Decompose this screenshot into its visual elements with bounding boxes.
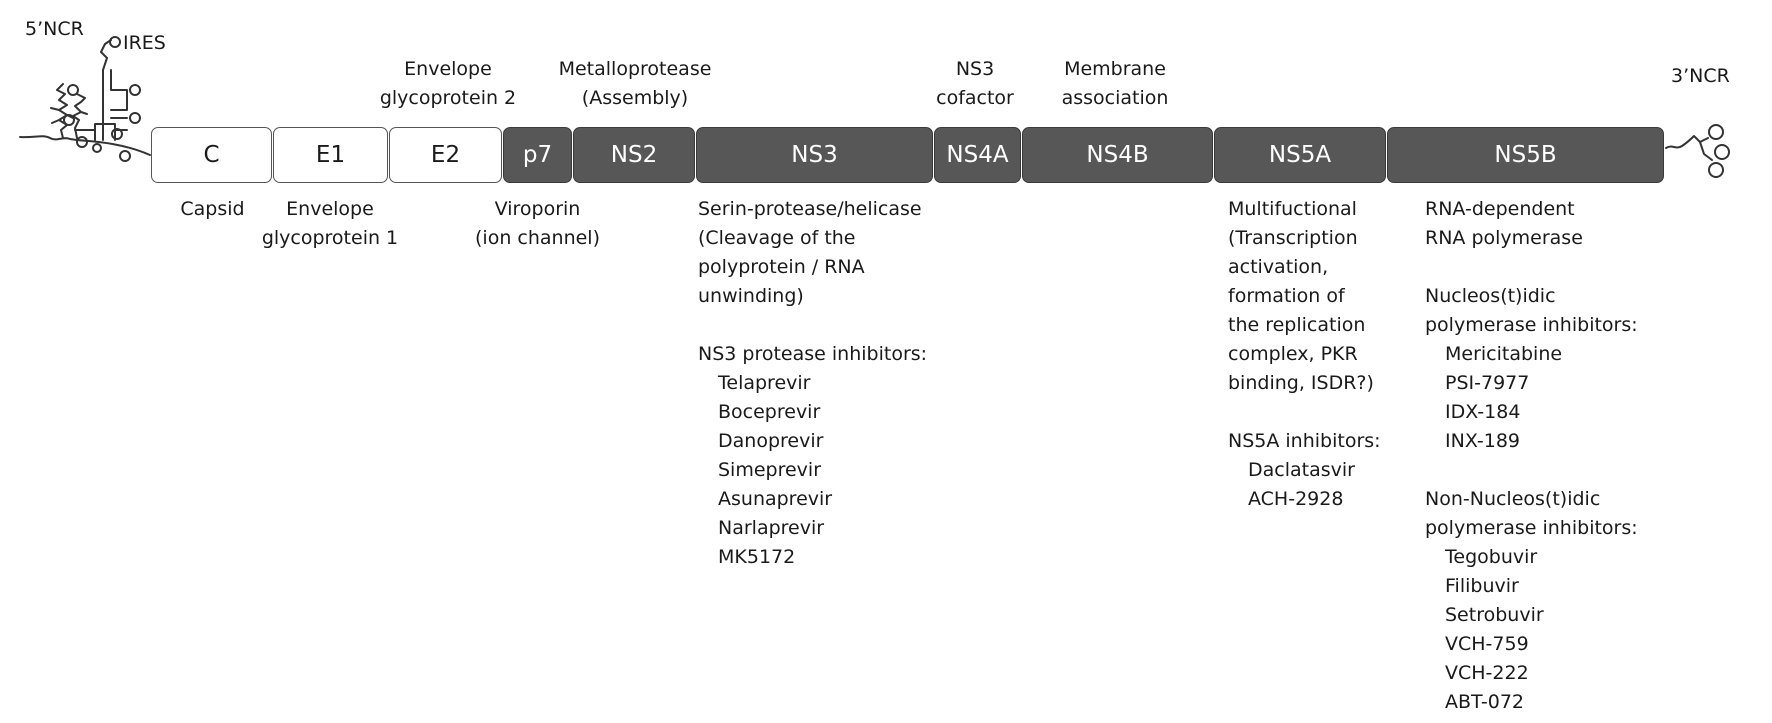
ns5a-inhibitors-title: NS5A inhibitors: [1228,430,1381,452]
ns5b-annotation: RNA-dependent RNA polymerase Nucleos(t)i… [1425,195,1638,717]
protein-e1: E1 [273,127,388,183]
ns5b-nonnuc-inhibitor: Tegobuvir [1445,546,1538,568]
ns5b-nonnuc-inhibitor: Setrobuvir [1445,604,1544,626]
ns5a-annotation: Multifuctional (Transcription activation… [1228,195,1381,514]
ns5b-nonnuc-inhibitor: VCH-222 [1445,662,1529,684]
ns5b-nuc-title: Nucleos(t)idic [1425,285,1556,307]
protein-ns4a: NS4A [934,127,1021,183]
ns4b-top-label: Membrane association [1061,58,1169,109]
ns3-inhibitor: Narlaprevir [718,517,825,539]
protein-ns4b: NS4B [1022,127,1213,183]
ns5a-inhibitor: Daclatasvir [1248,459,1355,481]
three-prime-ncr-label: 3’NCR [1671,65,1730,87]
protein-e2: E2 [389,127,502,183]
ns5b-nonnuc-inhibitor: Filibuvir [1445,575,1519,597]
protein-ns5a: NS5A [1214,127,1386,183]
ires-label: IRES [123,32,166,54]
p7-function-label: Viroporin (ion channel) [475,198,600,249]
ns3-inhibitor: Boceprevir [718,401,821,423]
protein-ns3: NS3 [696,127,933,183]
three-prime-rna-structure [1665,124,1730,178]
ns3-inhibitor: Simeprevir [718,459,822,481]
protein-c: C [151,127,272,183]
ns3-inhibitors-title: NS3 protease inhibitors: [698,343,928,365]
ns5b-nonnuc-inhibitor: ABT-072 [1445,691,1525,713]
ns3-annotation: Serin-protease/helicase (Cleavage of the… [698,195,927,572]
ns4a-top-label: NS3 cofactor [936,58,1014,109]
ns5b-nuc-inhibitor: Mericitabine [1445,343,1563,365]
protein-p7: p7 [503,127,572,183]
protein-ns5b: NS5B [1387,127,1664,183]
protein-ns2: NS2 [573,127,695,183]
e2-top-label: Envelope glycoprotein 2 [379,58,517,109]
ns5b-nonnuc-inhibitor: VCH-759 [1445,633,1529,655]
ns5b-nuc-inhibitor: INX-189 [1445,430,1521,452]
ns2-top-label: Metalloprotease (Assembly) [558,58,712,109]
ns3-inhibitor: Telaprevir [718,372,811,394]
five-prime-ncr-label: 5’NCR [25,18,84,40]
five-prime-rna-structure [19,36,151,162]
ns5b-nonnuc-title: Non-Nucleos(t)idic [1425,488,1601,510]
ns5a-inhibitor: ACH-2928 [1248,488,1344,510]
ns5b-nuc-inhibitor: PSI-7977 [1445,372,1530,394]
ns3-inhibitor: Danoprevir [718,430,824,452]
c-function-label: Capsid [180,198,245,220]
ns3-inhibitor: MK5172 [718,546,796,568]
ns3-inhibitor: Asunaprevir [718,488,833,510]
e1-function-label: Envelope glycoprotein 1 [261,198,399,249]
ns5b-nuc-inhibitor: IDX-184 [1445,401,1521,423]
